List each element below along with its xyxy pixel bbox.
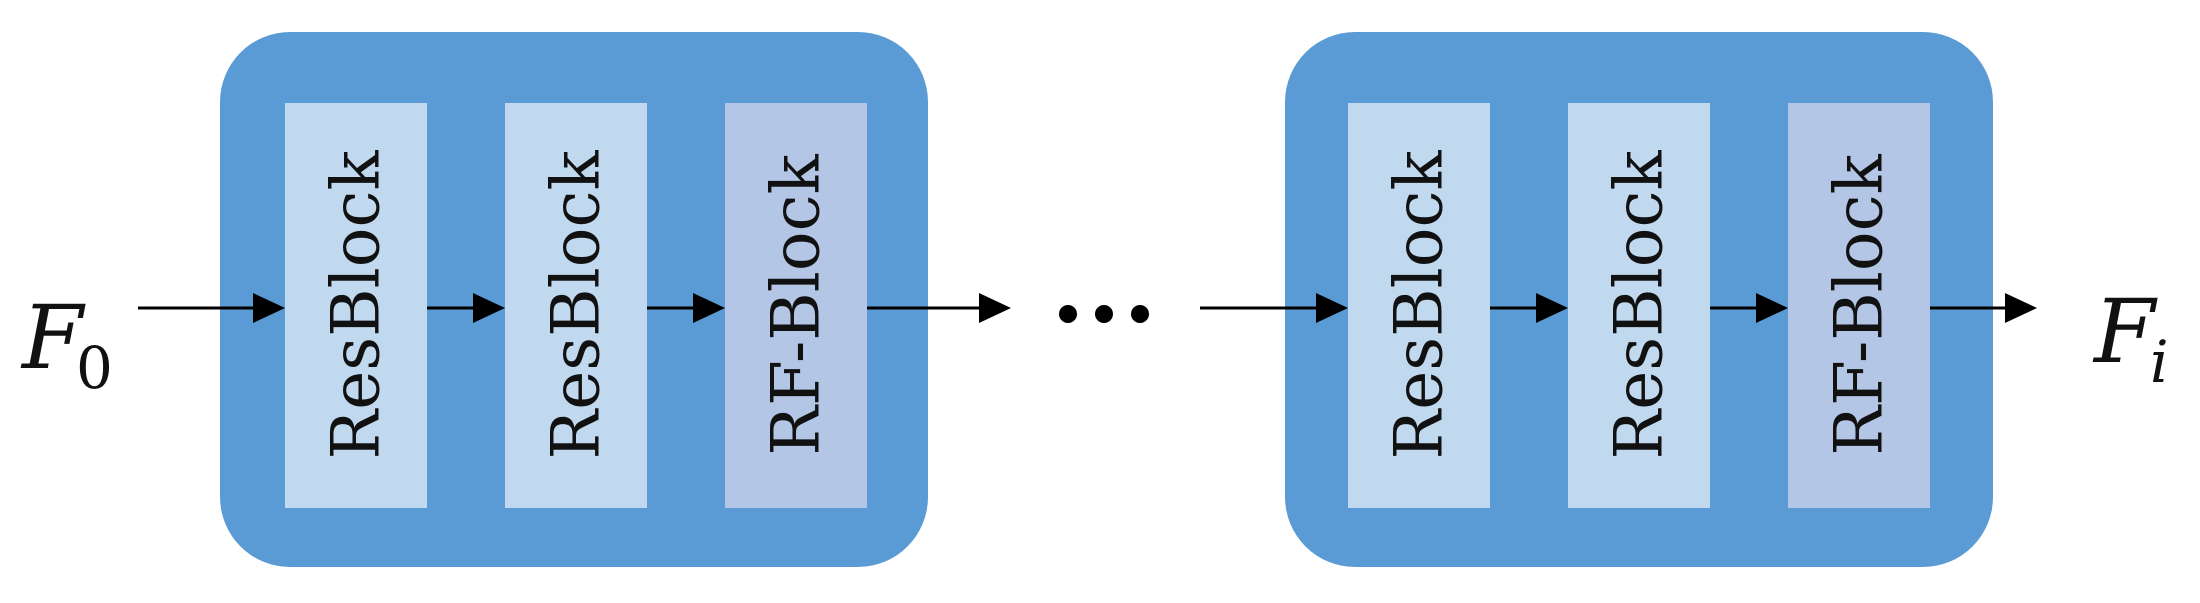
stage-2-block-3: RF-Block	[1788, 103, 1930, 508]
resblock-label: ResBlock	[1381, 150, 1458, 460]
arrow-input-to-stage1	[138, 293, 285, 323]
arrow-block2-to-block3	[647, 293, 725, 323]
stage-1-block-2: ResBlock	[505, 103, 647, 508]
resblock-box	[505, 103, 647, 508]
arrow-stage2-out	[1930, 293, 2037, 323]
resblock-box	[1568, 103, 1710, 508]
arrow-block5-to-block6	[1710, 293, 1788, 323]
stage-1-block-3: RF-Block	[725, 103, 867, 508]
rf-block-label: RF-Block	[758, 153, 835, 455]
stage-2-block-1: ResBlock	[1348, 103, 1490, 508]
resblock-label: ResBlock	[1601, 150, 1678, 460]
input-symbol: F	[20, 286, 86, 389]
rf-block-box	[725, 103, 867, 508]
stage-2: ResBlock ResBlock RF-Block	[1285, 32, 1993, 567]
output-symbol: F	[2092, 280, 2158, 383]
arrow-to-stage2	[1200, 293, 1348, 323]
input-label: F 0	[20, 286, 113, 402]
rf-block-label: RF-Block	[1821, 153, 1898, 455]
arrow-block1-to-block2	[427, 293, 505, 323]
resblock-box	[1348, 103, 1490, 508]
stage-1: ResBlock ResBlock RF-Block	[220, 32, 928, 567]
stage-1-block-1: ResBlock	[285, 103, 427, 508]
input-subscript: 0	[76, 334, 113, 402]
resblock-label: ResBlock	[318, 150, 395, 460]
output-subscript: i	[2150, 328, 2169, 396]
arrow-block4-to-block5	[1490, 293, 1568, 323]
resblock-label: ResBlock	[538, 150, 615, 460]
arrow-stage1-out	[867, 293, 1011, 323]
resblock-box	[285, 103, 427, 508]
stage-2-block-2: ResBlock	[1568, 103, 1710, 508]
rf-block-box	[1788, 103, 1930, 508]
output-label: F i	[2092, 280, 2169, 396]
ellipsis-icon	[1059, 305, 1149, 323]
